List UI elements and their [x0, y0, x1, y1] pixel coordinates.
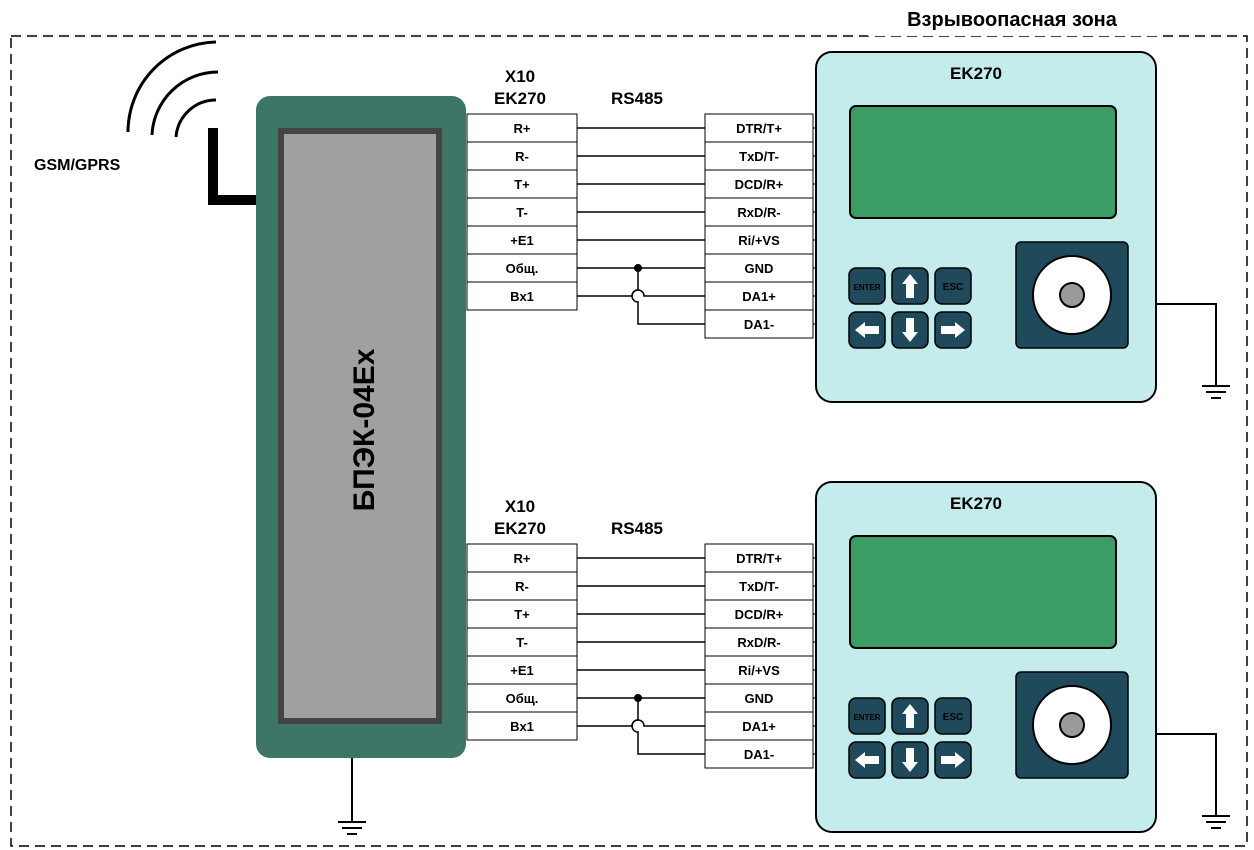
device-lcd	[849, 105, 1117, 219]
right-terminal-label: Ri/+VS	[738, 663, 780, 678]
wire-bx1	[577, 719, 705, 727]
right-terminal-label: RxD/R-	[737, 635, 780, 650]
gsm-label: GSM/GPRS	[34, 157, 121, 174]
left-terminal-cell	[466, 571, 578, 601]
device-ground-icon	[1156, 303, 1230, 399]
x10-label: X10	[505, 67, 535, 86]
left-terminal-label: R+	[514, 121, 531, 136]
ground-wire	[1156, 303, 1217, 386]
arrow-up-icon	[902, 704, 918, 728]
device-body	[815, 51, 1157, 403]
right-terminal-cell	[704, 197, 814, 227]
ground-wire	[1156, 733, 1217, 816]
right-terminal-cell	[704, 309, 814, 339]
right-terminal-label: DA1-	[744, 747, 774, 762]
esc-key	[934, 697, 972, 735]
sensor-center	[1059, 712, 1085, 738]
right-terminal-label: Ri/+VS	[738, 233, 780, 248]
right-terminal-label: DA1-	[744, 317, 774, 332]
left-terminal-label: R-	[515, 149, 529, 164]
right-terminal-label: RxD/R-	[737, 205, 780, 220]
ek270-label: EK270	[494, 89, 546, 108]
right-terminal-label: DCD/R+	[735, 177, 784, 192]
right-terminal-cell	[704, 281, 814, 311]
hazard-zone-border	[10, 35, 1248, 847]
esc-key-label: ESC	[943, 282, 964, 293]
left-terminal-cell	[466, 253, 578, 283]
right-terminal-label: DCD/R+	[735, 607, 784, 622]
device-body	[815, 481, 1157, 833]
arrow-up-icon	[902, 274, 918, 298]
esc-key-label: ESC	[943, 712, 964, 723]
main-unit: БПЭК-04Ex	[256, 96, 466, 758]
enter-key-label: ENTER	[853, 713, 880, 722]
right-terminal-label: GND	[745, 691, 774, 706]
left-terminal-label: Общ.	[506, 261, 539, 276]
arrow-left-icon	[855, 752, 879, 768]
right-terminal-cell	[704, 225, 814, 255]
ek270-label: EK270	[494, 519, 546, 538]
left-terminal-label: Bx1	[510, 289, 534, 304]
bus-label: RS485	[611, 519, 663, 538]
left-terminal-cell	[466, 711, 578, 741]
esc-key	[934, 267, 972, 305]
left-terminal-cell	[466, 655, 578, 685]
left-terminal-cell	[466, 281, 578, 311]
left-terminal-cell	[466, 225, 578, 255]
left-terminal-cell	[466, 543, 578, 573]
right-terminal-label: TxD/T-	[739, 149, 779, 164]
left-terminal-label: +E1	[510, 233, 534, 248]
x10-label: X10	[505, 497, 535, 516]
arrow-right-icon	[941, 322, 965, 338]
left-terminal-label: T-	[516, 205, 528, 220]
arrow-right-icon	[941, 752, 965, 768]
left-terminal-label: Общ.	[506, 691, 539, 706]
arrow-left-icon	[855, 322, 879, 338]
enter-key	[848, 697, 886, 735]
right-terminal-label: DTR/T+	[736, 121, 782, 136]
left-terminal-label: +E1	[510, 663, 534, 678]
right-terminal-label: DA1+	[742, 289, 776, 304]
bus-label: RS485	[611, 89, 663, 108]
left-terminal-label: T+	[514, 607, 530, 622]
antenna-icon	[126, 40, 258, 205]
wire-bx1	[577, 289, 705, 297]
left-terminal-label: R+	[514, 551, 531, 566]
right-terminal-label: TxD/T-	[739, 579, 779, 594]
right-terminal-cell	[704, 599, 814, 629]
right-terminal-label: DTR/T+	[736, 551, 782, 566]
right-terminal-label: GND	[745, 261, 774, 276]
arrow-down-icon	[902, 318, 918, 342]
main-unit-label: БПЭК-04Ex	[348, 348, 381, 511]
zone-label: Взрывоопасная зона	[907, 9, 1118, 31]
arrow-down-icon	[902, 748, 918, 772]
right-terminal-cell	[704, 141, 814, 171]
left-terminal-label: T-	[516, 635, 528, 650]
enter-key-label: ENTER	[853, 283, 880, 292]
left-terminal-label: R-	[515, 579, 529, 594]
left-terminal-label: T+	[514, 177, 530, 192]
left-terminal-label: Bx1	[510, 719, 534, 734]
device-title: EK270	[950, 494, 1002, 513]
right-terminal-label: DA1+	[742, 719, 776, 734]
enter-key	[848, 267, 886, 305]
device-title: EK270	[950, 64, 1002, 83]
device-ground-icon	[1156, 733, 1230, 829]
device-lcd	[849, 535, 1117, 649]
sensor-center	[1059, 282, 1085, 308]
main-ground-icon	[338, 758, 366, 835]
